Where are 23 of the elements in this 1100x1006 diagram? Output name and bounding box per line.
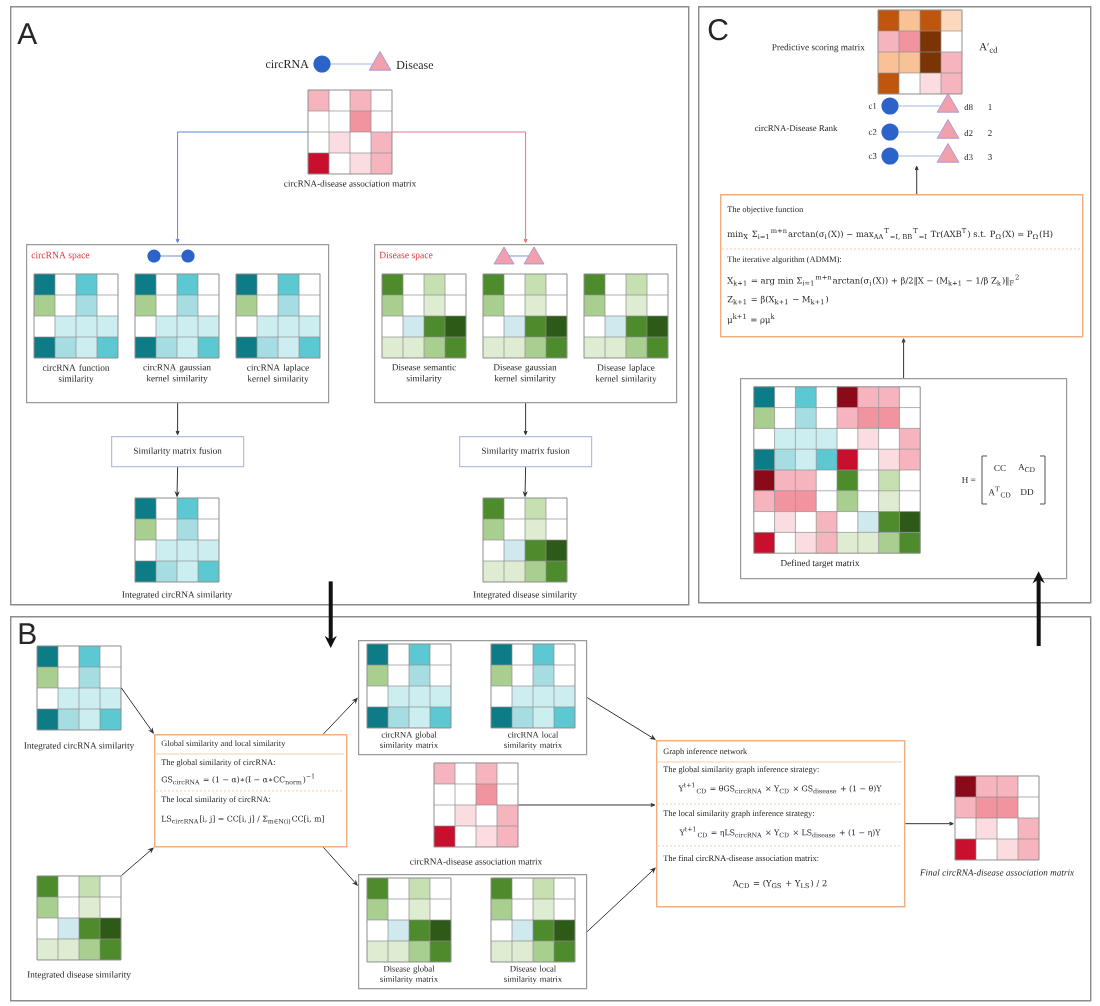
arrow xyxy=(904,821,954,826)
arrow xyxy=(586,867,656,933)
connector-line xyxy=(898,105,941,107)
arrow xyxy=(120,847,154,877)
connector-line xyxy=(330,63,373,65)
arrow xyxy=(175,131,309,244)
arrow xyxy=(175,402,180,436)
arrow xyxy=(901,338,906,379)
arrow xyxy=(322,846,358,886)
arrow xyxy=(523,466,528,497)
arrow xyxy=(322,698,358,735)
connector-line xyxy=(898,155,941,157)
arrow xyxy=(523,402,528,436)
arrow xyxy=(517,803,656,807)
group-box xyxy=(740,378,1068,580)
arrow xyxy=(175,466,180,497)
connector-line xyxy=(898,131,941,133)
arrow xyxy=(586,697,656,740)
arrow xyxy=(391,131,528,244)
arrow xyxy=(120,687,154,734)
arrow xyxy=(914,165,919,195)
group-box xyxy=(358,640,588,756)
group-box xyxy=(358,874,588,990)
